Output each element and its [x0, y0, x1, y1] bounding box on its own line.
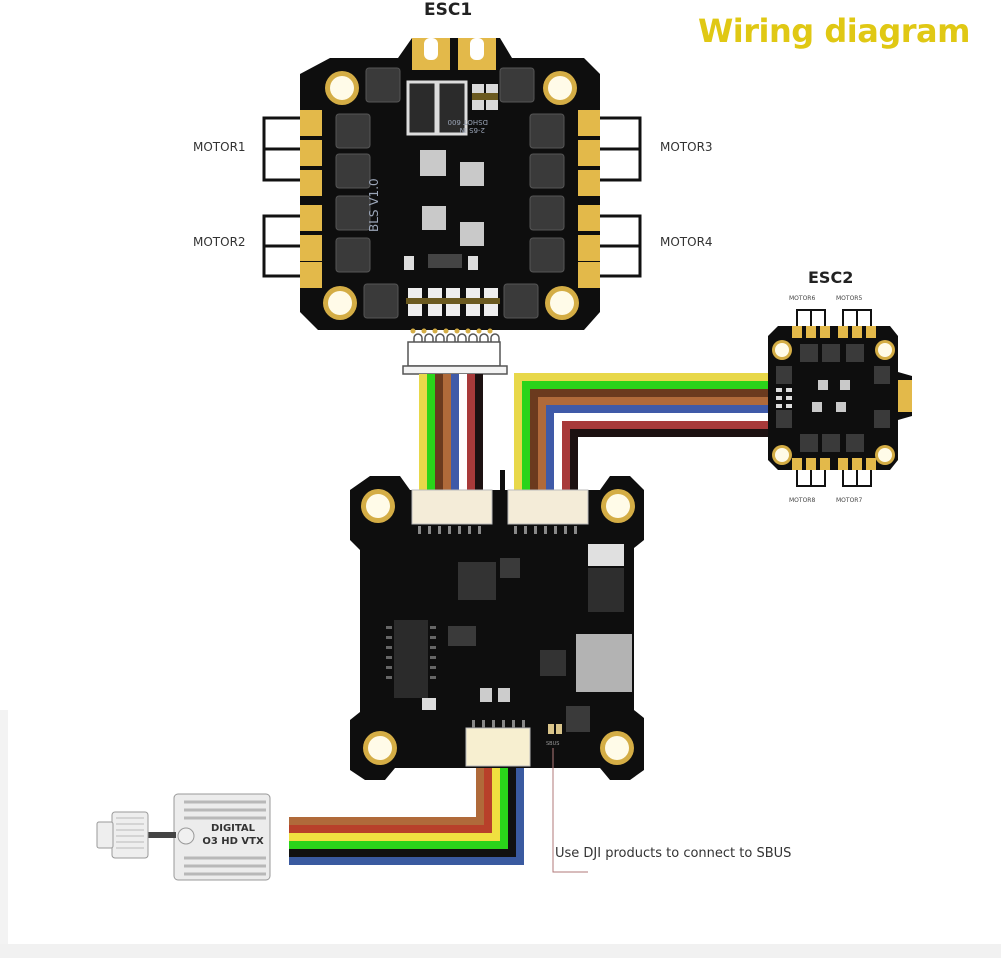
- vtx-harness: [289, 766, 524, 865]
- esc2-harness: [514, 373, 770, 492]
- motor7-label: MOTOR7: [836, 497, 863, 504]
- esc1-board-voltage: 2-6S IN: [460, 126, 485, 134]
- esc1-mount-hole: [545, 286, 579, 320]
- esc2-label: ESC2: [808, 268, 854, 287]
- vtx-wire: [289, 766, 516, 857]
- antenna-icon: [96, 811, 149, 859]
- esc2-wire: [538, 397, 770, 492]
- esc1-motor-brackets: [262, 116, 642, 278]
- fc-esc1-connector: [411, 489, 493, 525]
- esc1-board-version: BLS V1.0: [367, 178, 381, 232]
- fc-esc2-connector: [507, 489, 589, 525]
- vtx-wire: [289, 766, 492, 833]
- flight-controller-board: SBUS: [350, 470, 644, 780]
- esc1-mount-hole: [543, 71, 577, 105]
- fc-mount-hole: [601, 489, 635, 523]
- fc-mount-hole: [600, 731, 634, 765]
- background-strip: [0, 710, 8, 945]
- esc1-motor-pads-right: [578, 110, 600, 288]
- motor2-label: MOTOR2: [193, 235, 246, 249]
- sbus-leader-line: [552, 748, 588, 873]
- vtx-label-line2: O3 HD VTX: [202, 836, 264, 847]
- esc2-wire: [562, 421, 770, 492]
- esc2-mount-hole: [875, 340, 895, 360]
- motor6-label: MOTOR6: [789, 295, 816, 302]
- vtx-wire: [289, 766, 500, 841]
- sbus-note: Use DJI products to connect to SBUS: [555, 846, 792, 861]
- vtx-wire: [289, 766, 508, 849]
- motor3-label: MOTOR3: [660, 140, 713, 154]
- fc-mount-hole: [363, 731, 397, 765]
- esc2-wire: [514, 373, 770, 492]
- esc2-wire: [570, 429, 770, 492]
- vtx-wire: [289, 766, 524, 865]
- esc1-harness: [419, 374, 483, 492]
- vtx-label-line1: DIGITAL: [210, 823, 256, 834]
- esc1-label: ESC1: [424, 0, 473, 20]
- vtx-label: DIGITAL O3 HD VTX: [196, 822, 270, 848]
- esc1-board: BLS V1.0 DSHOT 600 2-6S IN: [300, 38, 600, 334]
- esc1-board-dshot: DSHOT 600: [448, 118, 488, 126]
- esc1-motor-pads-left: [300, 110, 322, 288]
- vtx-module: [96, 793, 271, 881]
- fc-sbus-pad-label: SBUS: [546, 741, 559, 747]
- esc2-motor-brackets: [796, 309, 872, 487]
- esc1-mount-hole: [323, 286, 357, 320]
- motor4-label: MOTOR4: [660, 235, 713, 249]
- diagram-title: Wiring diagram: [698, 12, 970, 50]
- vtx-wire: [289, 766, 484, 825]
- esc2-board: [768, 326, 912, 470]
- vtx-antenna-cable: [148, 832, 176, 838]
- esc2-wire: [530, 389, 770, 492]
- esc1-connector: [402, 333, 508, 375]
- esc2-wire: [546, 405, 770, 492]
- fc-mount-hole: [361, 489, 395, 523]
- esc2-mount-hole: [772, 340, 792, 360]
- esc2-motor-pads: [792, 326, 876, 470]
- motor8-label: MOTOR8: [789, 497, 816, 504]
- esc1-mount-hole: [325, 71, 359, 105]
- bottom-bar: [0, 944, 1001, 958]
- motor5-label: MOTOR5: [836, 295, 863, 302]
- esc2-mount-hole: [772, 445, 792, 465]
- esc2-wire: [554, 413, 770, 492]
- esc2-wire: [522, 381, 770, 492]
- esc2-mount-hole: [875, 445, 895, 465]
- fc-vtx-connector: [465, 727, 531, 767]
- motor1-label: MOTOR1: [193, 140, 246, 154]
- esc1-signal-pads: [406, 288, 500, 316]
